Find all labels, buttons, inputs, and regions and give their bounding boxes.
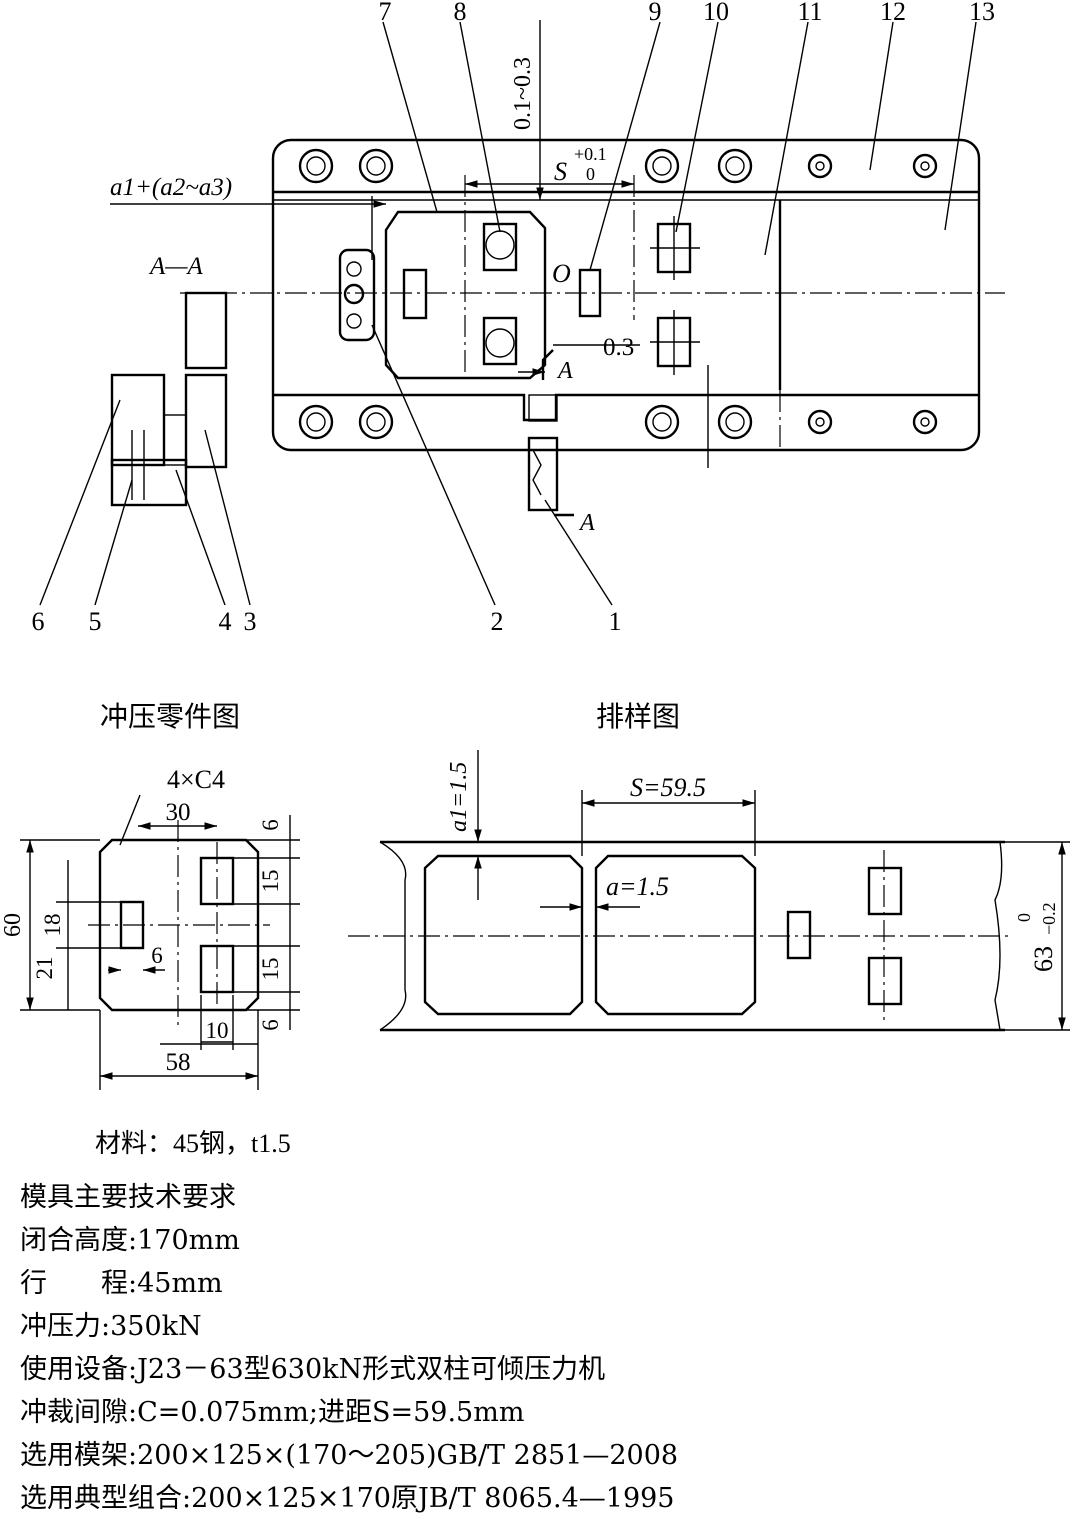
part-no-5: 5 — [89, 607, 102, 636]
dim-step: S — [554, 157, 567, 186]
die-plan-view — [39, 20, 1005, 606]
part-no-8: 8 — [454, 0, 467, 26]
dim-6-bottom: 6 — [258, 1019, 283, 1031]
part-no-7: 7 — [379, 0, 392, 26]
part-drawing-title: 冲压零件图 — [100, 701, 240, 733]
die-base-plate — [271, 138, 981, 452]
dim-30: 30 — [166, 799, 191, 826]
dim-15-top: 15 — [258, 870, 283, 893]
section-mark-top: A — [556, 358, 573, 384]
blank-outline — [384, 210, 547, 380]
material-note: 材料：45钢，t1.5 — [95, 1129, 291, 1158]
part-no-9: 9 — [649, 0, 662, 26]
part-no-6: 6 — [32, 607, 45, 636]
req-combination: 选用典型组合:200×125×170原JB/T 8065.4—1995 — [20, 1483, 675, 1514]
dim-step-upper: +0.1 — [574, 144, 607, 164]
part-no-11: 11 — [797, 0, 822, 26]
dim-10: 10 — [206, 1018, 229, 1043]
a-dim: a=1.5 — [606, 872, 669, 901]
chamfer-note: 4×C4 — [167, 765, 225, 794]
technical-requirements: 模具主要技术要求 闭合高度:170mm 行 程:45mm 冲压力:350kN 使… — [20, 1176, 678, 1520]
dim-21: 21 — [32, 957, 57, 980]
pitch-dim: S=59.5 — [630, 773, 706, 802]
part-no-3: 3 — [244, 607, 257, 636]
part-no-2: 2 — [491, 607, 504, 636]
requirements-heading: 模具主要技术要求 — [20, 1182, 236, 1213]
section-mark-bottom: A — [578, 510, 595, 536]
dim-18: 18 — [40, 914, 65, 937]
dim-margin: a1+(a2~a3) — [110, 174, 232, 201]
a1-dim: a1=1.5 — [446, 762, 472, 832]
dim-6-top: 6 — [258, 819, 283, 831]
dim-gap: 0.1~0.3 — [510, 57, 536, 130]
dim-15-bottom: 15 — [258, 958, 283, 981]
strip-layout-title: 排样图 — [596, 701, 680, 733]
origin-label: O — [552, 259, 571, 288]
part-no-13: 13 — [969, 0, 995, 26]
dim-step-lower: 0 — [586, 164, 595, 184]
dim-offset: 0.3 — [603, 334, 634, 361]
req-closed-height: 闭合高度:170mm — [20, 1225, 240, 1256]
dim-6-inner: 6 — [151, 943, 163, 968]
req-die-set: 选用模架:200×125×(170～205)GB/T 2851—2008 — [20, 1440, 679, 1471]
width-upper: 0 — [1014, 913, 1034, 922]
part-no-4: 4 — [219, 607, 232, 636]
part-drawing — [20, 794, 300, 1090]
strip-layout — [348, 750, 1070, 1032]
width-lower: −0.2 — [1039, 902, 1059, 935]
part-no-10: 10 — [703, 0, 729, 26]
width-nominal: 63 — [1029, 946, 1058, 972]
req-stroke: 行 程:45mm — [20, 1268, 223, 1299]
dim-60: 60 — [0, 913, 26, 937]
req-equipment: 使用设备:J23－63型630kN形式双柱可倾压力机 — [20, 1354, 606, 1385]
req-clearance: 冲裁间隙:C=0.075mm;进距S=59.5mm — [20, 1397, 525, 1428]
req-press-force: 冲压力:350kN — [20, 1311, 202, 1342]
dim-58: 58 — [166, 1049, 191, 1076]
part-no-1: 1 — [609, 607, 622, 636]
part-no-12: 12 — [880, 0, 906, 26]
section-label: A—A — [148, 253, 204, 280]
